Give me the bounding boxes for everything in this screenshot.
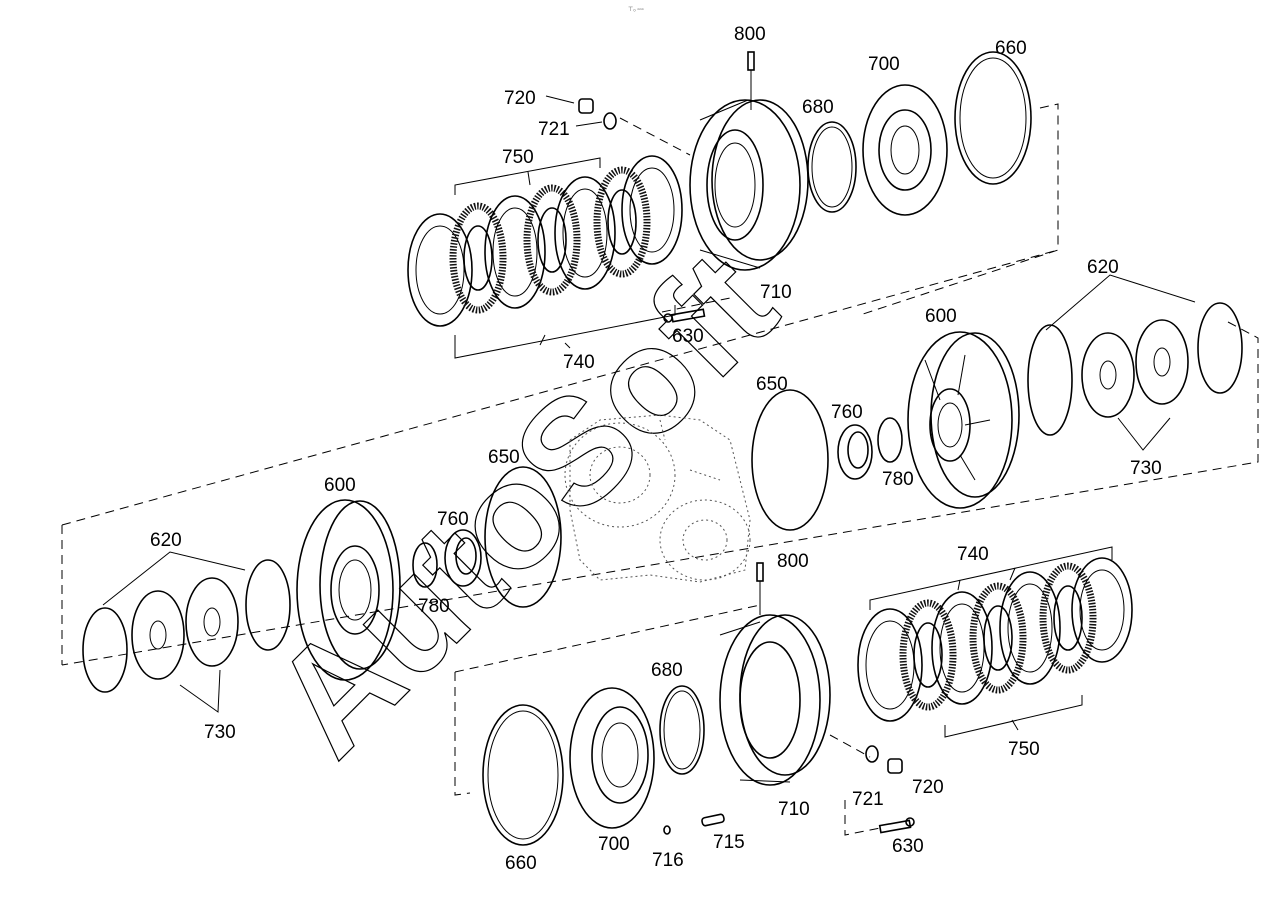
callout-700-bottom: 700 xyxy=(598,834,630,855)
header-mark: ⊤₀ ▫▫▫ xyxy=(628,6,644,13)
callout-760-right: 760 xyxy=(831,402,863,423)
part-620-right-ring-a xyxy=(1027,324,1073,436)
callout-720-bottom: 720 xyxy=(912,777,944,798)
callout-labels: 800 720 721 750 680 700 660 710 630 740 … xyxy=(150,24,1162,874)
callout-620-right: 620 xyxy=(1087,257,1119,278)
bottom-clutch-pack xyxy=(482,546,1133,846)
callout-800-bottom: 800 xyxy=(777,551,809,572)
part-680-top-ring xyxy=(807,121,857,213)
callout-630-top: 630 xyxy=(672,326,704,347)
callout-716-bottom: 716 xyxy=(652,850,684,871)
callout-630-bottom: 630 xyxy=(892,836,924,857)
part-630-top-screw xyxy=(663,308,706,323)
callout-660-bottom: 660 xyxy=(505,853,537,874)
part-620-left-ring-b xyxy=(245,559,291,651)
part-760-right-bearing xyxy=(837,424,873,480)
part-730-left-washers xyxy=(131,577,239,680)
left-cover-group xyxy=(82,466,562,713)
callout-710-bottom: 710 xyxy=(778,799,810,820)
callout-740-top: 740 xyxy=(563,352,595,373)
callout-650-right: 650 xyxy=(756,374,788,395)
callout-780-right: 780 xyxy=(882,469,914,490)
part-730-right-washers xyxy=(1081,319,1189,418)
part-720-bottom-plug xyxy=(887,758,903,774)
part-800-bottom-bolt xyxy=(756,562,764,615)
callout-750-top: 750 xyxy=(502,147,534,168)
part-600-left-cover xyxy=(296,499,401,681)
callout-680-top: 680 xyxy=(802,97,834,118)
part-721-bottom-oring xyxy=(865,745,879,763)
part-710-top-housing xyxy=(689,99,809,271)
callout-650-left: 650 xyxy=(488,447,520,468)
callout-710-top: 710 xyxy=(760,282,792,303)
part-760-left-bearing xyxy=(444,529,482,587)
part-600-right-cover xyxy=(907,331,1020,509)
part-620-right-ring-b xyxy=(1197,302,1243,394)
callout-740-bottom: 740 xyxy=(957,544,989,565)
callout-700-top: 700 xyxy=(868,54,900,75)
callout-600-left: 600 xyxy=(324,475,356,496)
part-680-bottom-ring xyxy=(659,685,705,775)
callout-721-bottom: 721 xyxy=(852,789,884,810)
callout-620-left: 620 xyxy=(150,530,182,551)
callout-720-top: 720 xyxy=(504,88,536,109)
callout-680-bottom: 680 xyxy=(651,660,683,681)
part-700-top-piston xyxy=(862,84,948,216)
callout-750-bottom: 750 xyxy=(1008,739,1040,760)
part-630-bottom-screw xyxy=(878,817,915,834)
callout-730-left: 730 xyxy=(204,722,236,743)
callout-760-left: 760 xyxy=(437,509,469,530)
part-710-bottom-housing xyxy=(719,614,831,786)
callout-715-bottom: 715 xyxy=(713,832,745,853)
callout-800-top: 800 xyxy=(734,24,766,45)
watermark-text: AutoSoft xyxy=(240,220,806,786)
top-disc-stack xyxy=(407,155,683,327)
part-715-dowel xyxy=(701,813,725,827)
transmission-housing-dotted xyxy=(564,414,751,583)
part-700-bottom-piston xyxy=(569,687,655,829)
dashed-assembly-lines xyxy=(61,103,1259,836)
watermark: AutoSoft xyxy=(239,219,807,787)
part-780-left-snapring xyxy=(412,542,438,588)
part-720-top-plug xyxy=(545,95,594,114)
callout-780-left: 780 xyxy=(418,596,450,617)
part-780-right-snapring xyxy=(877,417,903,463)
callout-600-right: 600 xyxy=(925,306,957,327)
callout-721-top: 721 xyxy=(538,119,570,140)
callout-730-right: 730 xyxy=(1130,458,1162,479)
bottom-disc-stack xyxy=(857,557,1133,722)
top-clutch-pack xyxy=(407,51,1032,359)
part-620-left-ring-a xyxy=(82,607,128,693)
right-cover-group xyxy=(751,274,1243,531)
part-660-bottom-seal xyxy=(482,704,564,846)
part-721-top-oring xyxy=(575,112,617,130)
part-650-left-oring xyxy=(484,466,562,608)
callout-660-top: 660 xyxy=(995,38,1027,59)
part-716-pin xyxy=(663,825,671,835)
part-800-top-bolt xyxy=(747,51,755,110)
part-650-right-oring xyxy=(751,389,829,531)
part-660-top-seal xyxy=(954,51,1032,185)
